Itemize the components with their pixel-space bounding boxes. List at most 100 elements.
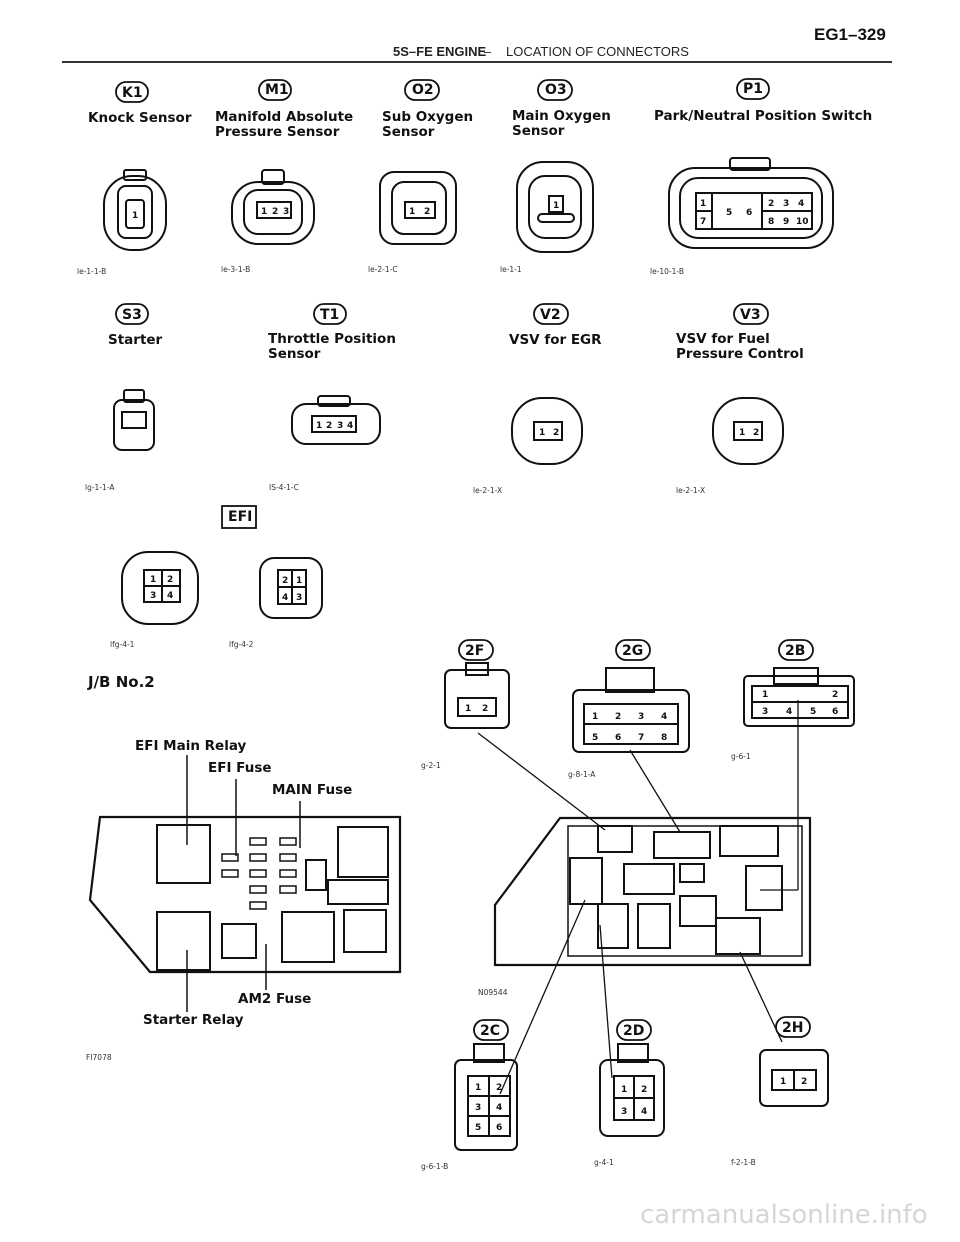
connector-2d	[599, 1043, 665, 1137]
callout-efi-main-relay: EFI Main Relay	[135, 738, 247, 754]
code-k1: K1	[122, 85, 143, 101]
pin-2c-6: 6	[496, 1123, 502, 1133]
pin-p1-4: 4	[798, 199, 804, 209]
pin-2b-5: 5	[810, 707, 816, 717]
connector-2f	[444, 662, 510, 729]
junction-block-2	[88, 755, 402, 1012]
ref-2g: g-8-1-A	[568, 770, 596, 779]
pin-2c-1: 1	[475, 1083, 481, 1093]
pin-t1-1: 1	[316, 421, 322, 431]
connector-2b	[743, 667, 855, 727]
pin-p1-3: 3	[783, 199, 789, 209]
jb-title: J/B No.2	[88, 673, 155, 691]
code-o3: O3	[545, 82, 567, 98]
connector-efi-2	[259, 557, 323, 619]
pin-o3-1: 1	[553, 201, 559, 211]
pin-2d-4: 4	[641, 1107, 647, 1117]
ref-o3: le-1-1	[500, 265, 522, 274]
pin-2d-1: 1	[621, 1085, 627, 1095]
ref-efi-1: lfg-4-1	[110, 640, 135, 649]
pin-m1-3: 3	[283, 207, 289, 217]
pin-o2-1: 1	[409, 207, 415, 217]
code-o2: O2	[412, 82, 434, 98]
connector-s3	[113, 389, 155, 451]
pin-2c-2: 2	[496, 1083, 502, 1093]
overview-code: N09544	[478, 988, 508, 997]
callout-starter-relay: Starter Relay	[143, 1012, 244, 1028]
code-2f: 2F	[465, 643, 485, 659]
pin-2c-5: 5	[475, 1123, 481, 1133]
code-efi: EFI	[228, 509, 253, 525]
pin-2h-1: 1	[780, 1077, 786, 1087]
label-park-neutral: Park/Neutral Position Switch	[654, 108, 873, 124]
ref-2d: g-4-1	[594, 1158, 614, 1167]
ref-2f: g-2-1	[421, 761, 441, 770]
connector-2g	[572, 667, 690, 753]
connector-2h	[759, 1049, 829, 1107]
pin-2b-2: 2	[832, 690, 838, 700]
ref-p1: le-10-1-B	[650, 267, 685, 276]
connector-2c	[454, 1043, 518, 1151]
header-section: 5S–FE ENGINE	[393, 44, 486, 59]
ref-2c: g-6-1-B	[421, 1162, 449, 1171]
callout-am2-fuse: AM2 Fuse	[238, 991, 312, 1007]
pin-2b-6: 6	[832, 707, 838, 717]
pin-2g-1: 1	[592, 712, 598, 722]
pin-2g-2: 2	[615, 712, 621, 722]
connector-k1	[103, 169, 167, 251]
label-vsv-egr: VSV for EGR	[509, 332, 602, 348]
pin-p1-6: 6	[746, 208, 752, 218]
pin-v2-1: 1	[539, 428, 545, 438]
pin-p1-7: 7	[700, 217, 706, 227]
fig-code: FI7078	[86, 1053, 112, 1062]
pin-p1-2: 2	[768, 199, 774, 209]
pin-efi1-2: 2	[167, 575, 173, 585]
pin-2g-4: 4	[661, 712, 667, 722]
pin-2b-3: 3	[762, 707, 768, 717]
pin-p1-1: 1	[700, 199, 706, 209]
pin-efi1-1: 1	[150, 575, 156, 585]
pin-2b-1: 1	[762, 690, 768, 700]
header-title: LOCATION OF CONNECTORS	[506, 44, 689, 59]
label-throttle: Throttle Position Sensor	[268, 331, 396, 362]
pin-efi2-2: 2	[282, 576, 288, 586]
pin-numbers: 1 1 2 3 1 2 1 1 7 5 6 2 3 4 8 9 10 1 2 3…	[132, 199, 838, 1133]
code-v3: V3	[740, 307, 761, 323]
pin-m1-1: 1	[261, 207, 267, 217]
ref-v2: le-2-1-X	[473, 486, 503, 495]
header-rule	[62, 61, 892, 63]
pin-p1-9: 9	[783, 217, 789, 227]
pin-2d-2: 2	[641, 1085, 647, 1095]
ref-k1: le-1-1-B	[77, 267, 107, 276]
pin-v3-1: 1	[739, 428, 745, 438]
callout-efi-fuse: EFI Fuse	[208, 760, 272, 776]
pin-efi1-3: 3	[150, 591, 156, 601]
ref-efi-2: lfg-4-2	[229, 640, 254, 649]
pin-2h-2: 2	[801, 1077, 807, 1087]
pin-efi2-4: 4	[282, 593, 288, 603]
code-p1: P1	[743, 81, 764, 97]
pin-2b-4: 4	[786, 707, 792, 717]
pin-t1-4: 4	[347, 421, 353, 431]
connector-o2	[379, 171, 457, 245]
ref-2b: g-6-1	[731, 752, 751, 761]
code-m1: M1	[265, 82, 289, 98]
pin-2f-2: 2	[482, 704, 488, 714]
pin-2f-1: 1	[465, 704, 471, 714]
code-2g: 2G	[622, 643, 644, 659]
connector-v2	[511, 397, 583, 465]
pin-k1-1: 1	[132, 211, 138, 221]
pin-2c-3: 3	[475, 1103, 481, 1113]
pin-p1-8: 8	[768, 217, 774, 227]
label-knock-sensor: Knock Sensor	[88, 110, 192, 126]
connector-v3	[712, 397, 784, 465]
code-2h: 2H	[782, 1020, 804, 1036]
ref-o2: le-2-1-C	[368, 265, 398, 274]
header-separator: –	[484, 44, 492, 59]
ref-2h: f-2-1-B	[731, 1158, 756, 1167]
pin-efi2-3: 3	[296, 593, 302, 603]
label-vsv-fuel: VSV for Fuel Pressure Control	[676, 331, 804, 362]
pin-2g-8: 8	[661, 733, 667, 743]
pin-2g-5: 5	[592, 733, 598, 743]
page-number: EG1–329	[814, 25, 886, 44]
